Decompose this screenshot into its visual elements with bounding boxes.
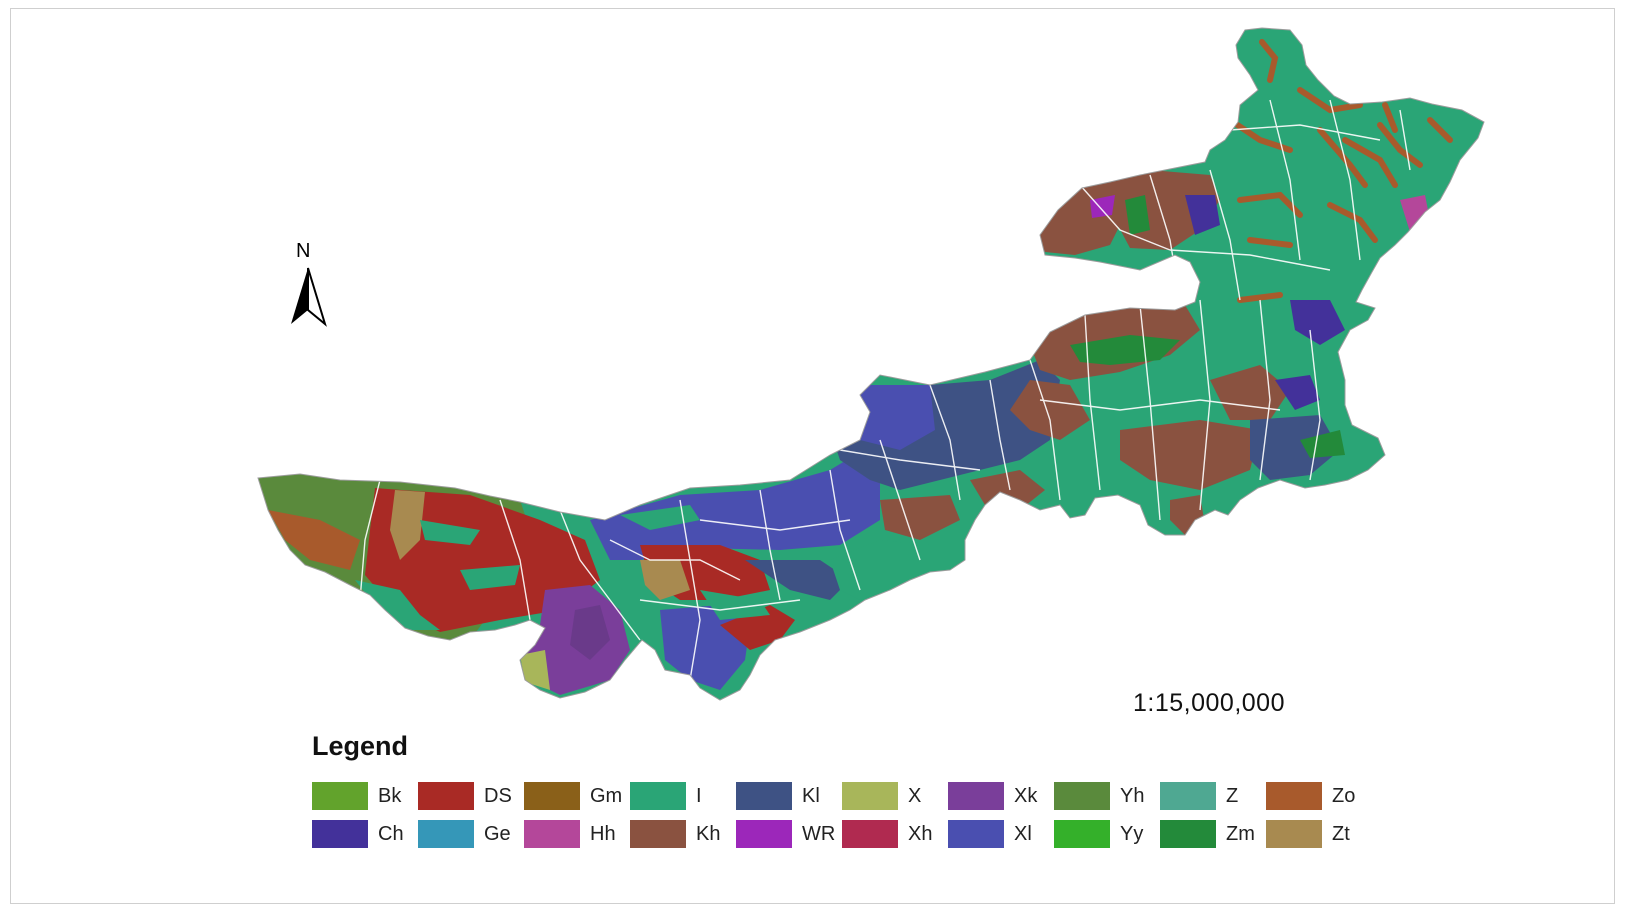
- legend-swatch: [948, 782, 1004, 810]
- legend-label: Zm: [1226, 822, 1255, 845]
- legend-swatch: [1054, 820, 1110, 848]
- legend-label: Ge: [484, 822, 511, 845]
- legend-swatch: [842, 782, 898, 810]
- soil-zones: [258, 28, 1484, 700]
- legend-item: Kh: [630, 818, 736, 850]
- legend-label: Ch: [378, 822, 404, 845]
- legend-row: Bk DS Gm I Kl X Xk Yh Z Zo: [312, 780, 1372, 812]
- legend-label: Xk: [1014, 784, 1038, 807]
- legend-label: Z: [1226, 784, 1239, 807]
- legend-label: Yh: [1120, 784, 1145, 807]
- legend-item: Xl: [948, 818, 1054, 850]
- legend-item: Zo: [1266, 780, 1372, 812]
- legend-label: Kl: [802, 784, 820, 807]
- legend-swatch: [524, 820, 580, 848]
- legend-swatch: [842, 820, 898, 848]
- legend-label: DS: [484, 784, 512, 807]
- legend-swatch: [1160, 820, 1216, 848]
- legend-item: Bk: [312, 780, 418, 812]
- legend-swatch: [1266, 820, 1322, 848]
- legend: Bk DS Gm I Kl X Xk Yh Z Zo Ch Ge Hh Kh W…: [312, 780, 1372, 856]
- legend-item: Z: [1160, 780, 1266, 812]
- legend-item: DS: [418, 780, 524, 812]
- legend-label: Kh: [696, 822, 721, 845]
- legend-label: I: [696, 784, 702, 807]
- county-boundaries: [359, 99, 1411, 681]
- legend-label: Yy: [1120, 822, 1144, 845]
- legend-item: Yy: [1054, 818, 1160, 850]
- legend-item: Ch: [312, 818, 418, 850]
- legend-item: Yh: [1054, 780, 1160, 812]
- legend-item: Gm: [524, 780, 630, 812]
- legend-swatch: [418, 782, 474, 810]
- legend-swatch: [630, 820, 686, 848]
- legend-swatch: [1266, 782, 1322, 810]
- legend-item: Zt: [1266, 818, 1372, 850]
- legend-swatch: [524, 782, 580, 810]
- legend-label: Gm: [590, 784, 623, 807]
- legend-title: Legend: [312, 731, 409, 761]
- legend-swatch: [1160, 782, 1216, 810]
- legend-item: X: [842, 780, 948, 812]
- legend-label: Zt: [1332, 822, 1350, 845]
- north-label: N: [296, 240, 311, 262]
- legend-swatch: [1054, 782, 1110, 810]
- legend-item: Ge: [418, 818, 524, 850]
- legend-swatch: [736, 820, 792, 848]
- legend-label: X: [908, 784, 922, 807]
- scale-bar-text: 1:15,000,000: [1133, 689, 1285, 717]
- legend-item: I: [630, 780, 736, 812]
- legend-label: Bk: [378, 784, 402, 807]
- legend-swatch: [736, 782, 792, 810]
- legend-label: Hh: [590, 822, 616, 845]
- legend-swatch: [312, 820, 368, 848]
- legend-label: Zo: [1332, 784, 1356, 807]
- legend-item: Kl: [736, 780, 842, 812]
- legend-item: Hh: [524, 818, 630, 850]
- legend-swatch: [312, 782, 368, 810]
- legend-label: Xh: [908, 822, 933, 845]
- legend-swatch: [948, 820, 1004, 848]
- north-arrow-icon: [291, 267, 327, 327]
- zo-streaks: [1227, 39, 1453, 303]
- legend-swatch: [418, 820, 474, 848]
- legend-item: Zm: [1160, 818, 1266, 850]
- legend-label: Xl: [1014, 822, 1032, 845]
- legend-item: WR: [736, 818, 842, 850]
- legend-item: Xh: [842, 818, 948, 850]
- legend-label: WR: [802, 822, 836, 845]
- legend-swatch: [630, 782, 686, 810]
- legend-item: Xk: [948, 780, 1054, 812]
- legend-row: Ch Ge Hh Kh WR Xh Xl Yy Zm Zt: [312, 818, 1372, 850]
